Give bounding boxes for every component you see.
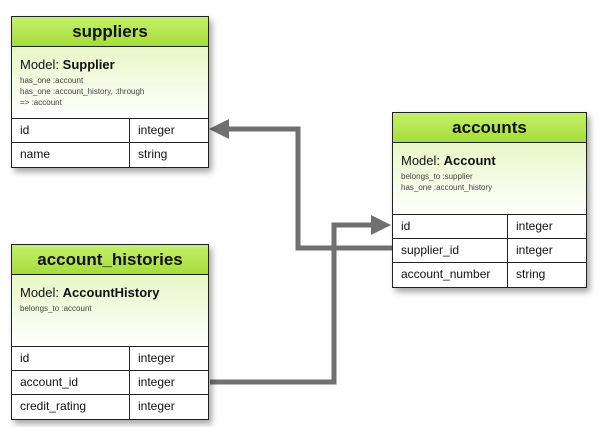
column-type: integer — [138, 399, 175, 413]
model-section: Model: AccountHistory belongs_to :accoun… — [12, 275, 208, 347]
table-title: accounts — [393, 113, 586, 143]
accounts-table: accounts Model: Account belongs_to :supp… — [392, 112, 587, 288]
column-row: supplier_id integer — [393, 239, 586, 263]
model-label: Model: — [401, 153, 441, 168]
association: has_one :account_history, :through — [20, 87, 145, 96]
model-section: Model: Account belongs_to :supplier has_… — [393, 143, 586, 215]
column-type: integer — [516, 243, 553, 257]
column-name: account_id — [12, 371, 130, 394]
model-label: Model: — [20, 285, 60, 300]
connector-accounts-supplier-id-to-suppliers-id — [209, 119, 392, 251]
column-name: id — [12, 347, 130, 370]
model-name: Supplier — [62, 57, 115, 72]
model-line: Model: Supplier — [20, 57, 208, 72]
association: belongs_to :account — [20, 304, 92, 313]
table-title: suppliers — [12, 17, 208, 47]
column-name: credit_rating — [12, 395, 130, 419]
association: has_one :account_history — [401, 183, 493, 192]
column-row: id integer — [12, 347, 208, 371]
column-type: integer — [516, 219, 553, 233]
column-row: name string — [12, 143, 208, 167]
column-type: integer — [138, 375, 175, 389]
model-name: AccountHistory — [62, 285, 160, 300]
column-row: credit_rating integer — [12, 395, 208, 419]
model-line: Model: Account — [401, 153, 586, 168]
column-name: id — [12, 119, 130, 142]
column-row: account_number string — [393, 263, 586, 287]
column-type: string — [138, 147, 168, 161]
suppliers-table: suppliers Model: Supplier has_one :accou… — [11, 16, 209, 168]
model-name: Account — [443, 153, 496, 168]
model-section: Model: Supplier has_one :account has_one… — [12, 47, 208, 119]
column-type: string — [516, 267, 546, 281]
column-name: name — [12, 143, 130, 167]
column-row: account_id integer — [12, 371, 208, 395]
column-row: id integer — [12, 119, 208, 143]
column-name: account_number — [393, 263, 508, 287]
account-histories-table: account_histories Model: AccountHistory … — [11, 244, 209, 420]
association: has_one :account — [20, 76, 84, 85]
column-type: integer — [138, 351, 175, 365]
column-type: integer — [138, 123, 175, 137]
model-label: Model: — [20, 57, 60, 72]
association: belongs_to :supplier — [401, 172, 473, 181]
column-name: id — [393, 215, 508, 238]
table-title: account_histories — [12, 245, 208, 275]
association: => :account — [20, 98, 62, 107]
connector-account-histories-account-id-to-accounts-id — [210, 215, 391, 385]
column-name: supplier_id — [393, 239, 508, 262]
model-line: Model: AccountHistory — [20, 285, 208, 300]
column-row: id integer — [393, 215, 586, 239]
